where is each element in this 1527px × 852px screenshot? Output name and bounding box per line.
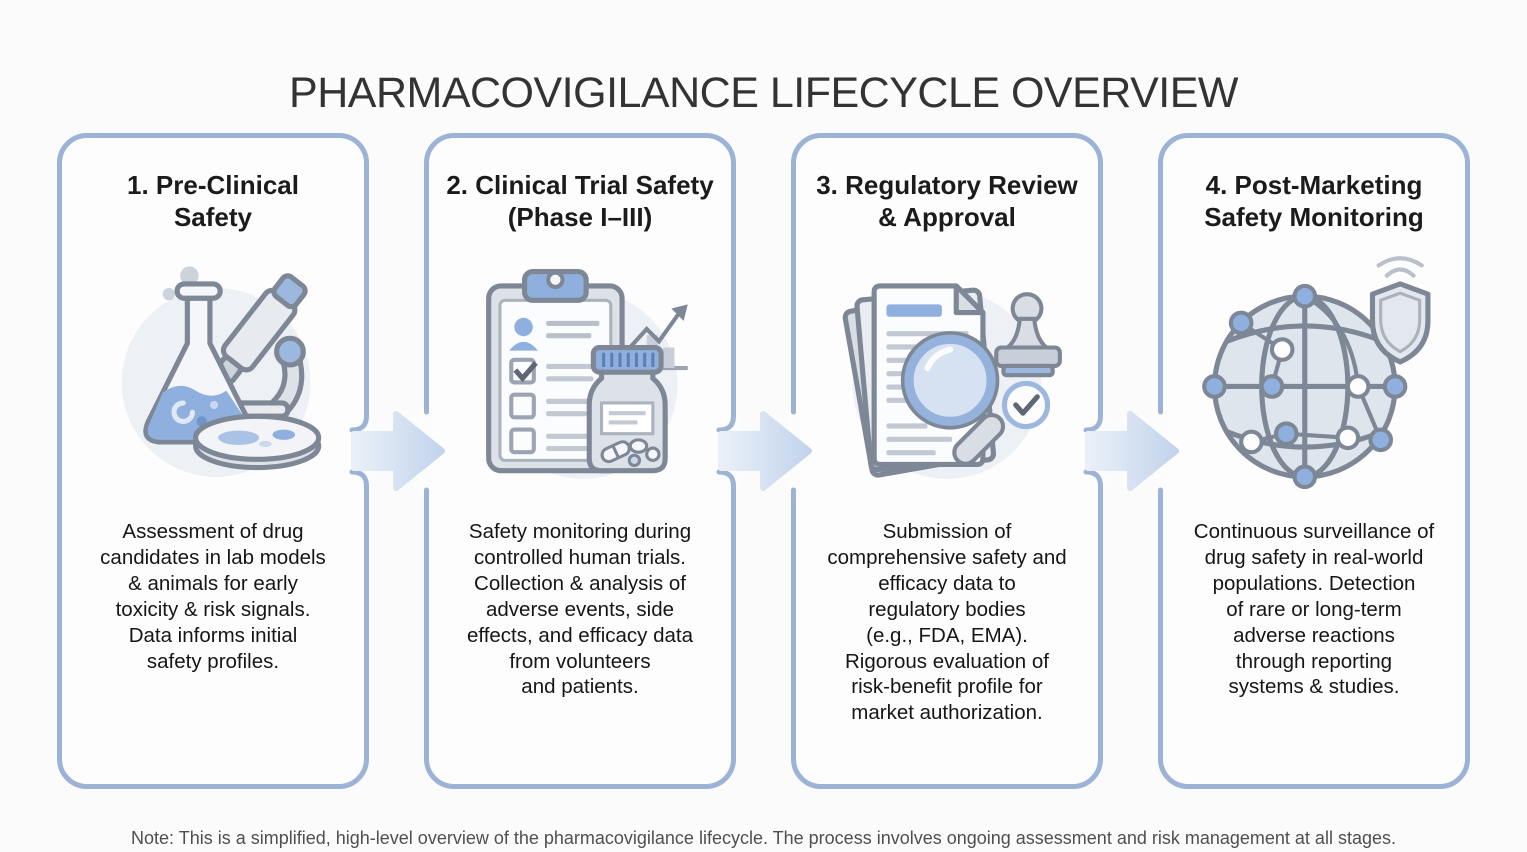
stage-card-post-marketing: 4. Post-Marketing Safety Monitoring <box>1158 133 1470 789</box>
stage-title: 3. Regulatory Review & Approval <box>816 170 1078 232</box>
stage-title: 1. Pre-Clinical Safety <box>127 170 299 232</box>
stage-description: Safety monitoring during controlled huma… <box>466 520 694 699</box>
lab-flask-microscope-petri-icon <box>62 241 364 493</box>
flow-arrow-right-icon <box>707 380 827 526</box>
stage-description: Continuous surveillance of drug safety i… <box>1193 520 1435 699</box>
stage-description: Assessment of drug candidates in lab mod… <box>100 520 326 673</box>
stage-card-clinical-trial: 2. Clinical Trial Safety (Phase I–III) <box>424 133 736 789</box>
clipboard-checklist-chart-pill-bottle-icon <box>429 241 731 493</box>
page-title: PHARMACOVIGILANCE LIFECYCLE OVERVIEW <box>289 68 1238 117</box>
stage-description: Submission of comprehensive safety and e… <box>827 520 1067 725</box>
stage-card-regulatory-review: 3. Regulatory Review & Approval <box>791 133 1103 789</box>
stage-title: 2. Clinical Trial Safety (Phase I–III) <box>446 170 714 232</box>
stage-title: 4. Post-Marketing Safety Monitoring <box>1204 170 1424 232</box>
document-magnifier-stamp-check-icon <box>796 241 1098 493</box>
stage-card-preclinical: 1. Pre-Clinical Safety <box>57 133 369 789</box>
flow-arrow-right-icon <box>340 380 460 526</box>
flow-arrow-right-icon <box>1074 380 1194 526</box>
footnote: Note: This is a simplified, high-level o… <box>131 828 1396 848</box>
global-network-shield-icon <box>1163 241 1465 493</box>
